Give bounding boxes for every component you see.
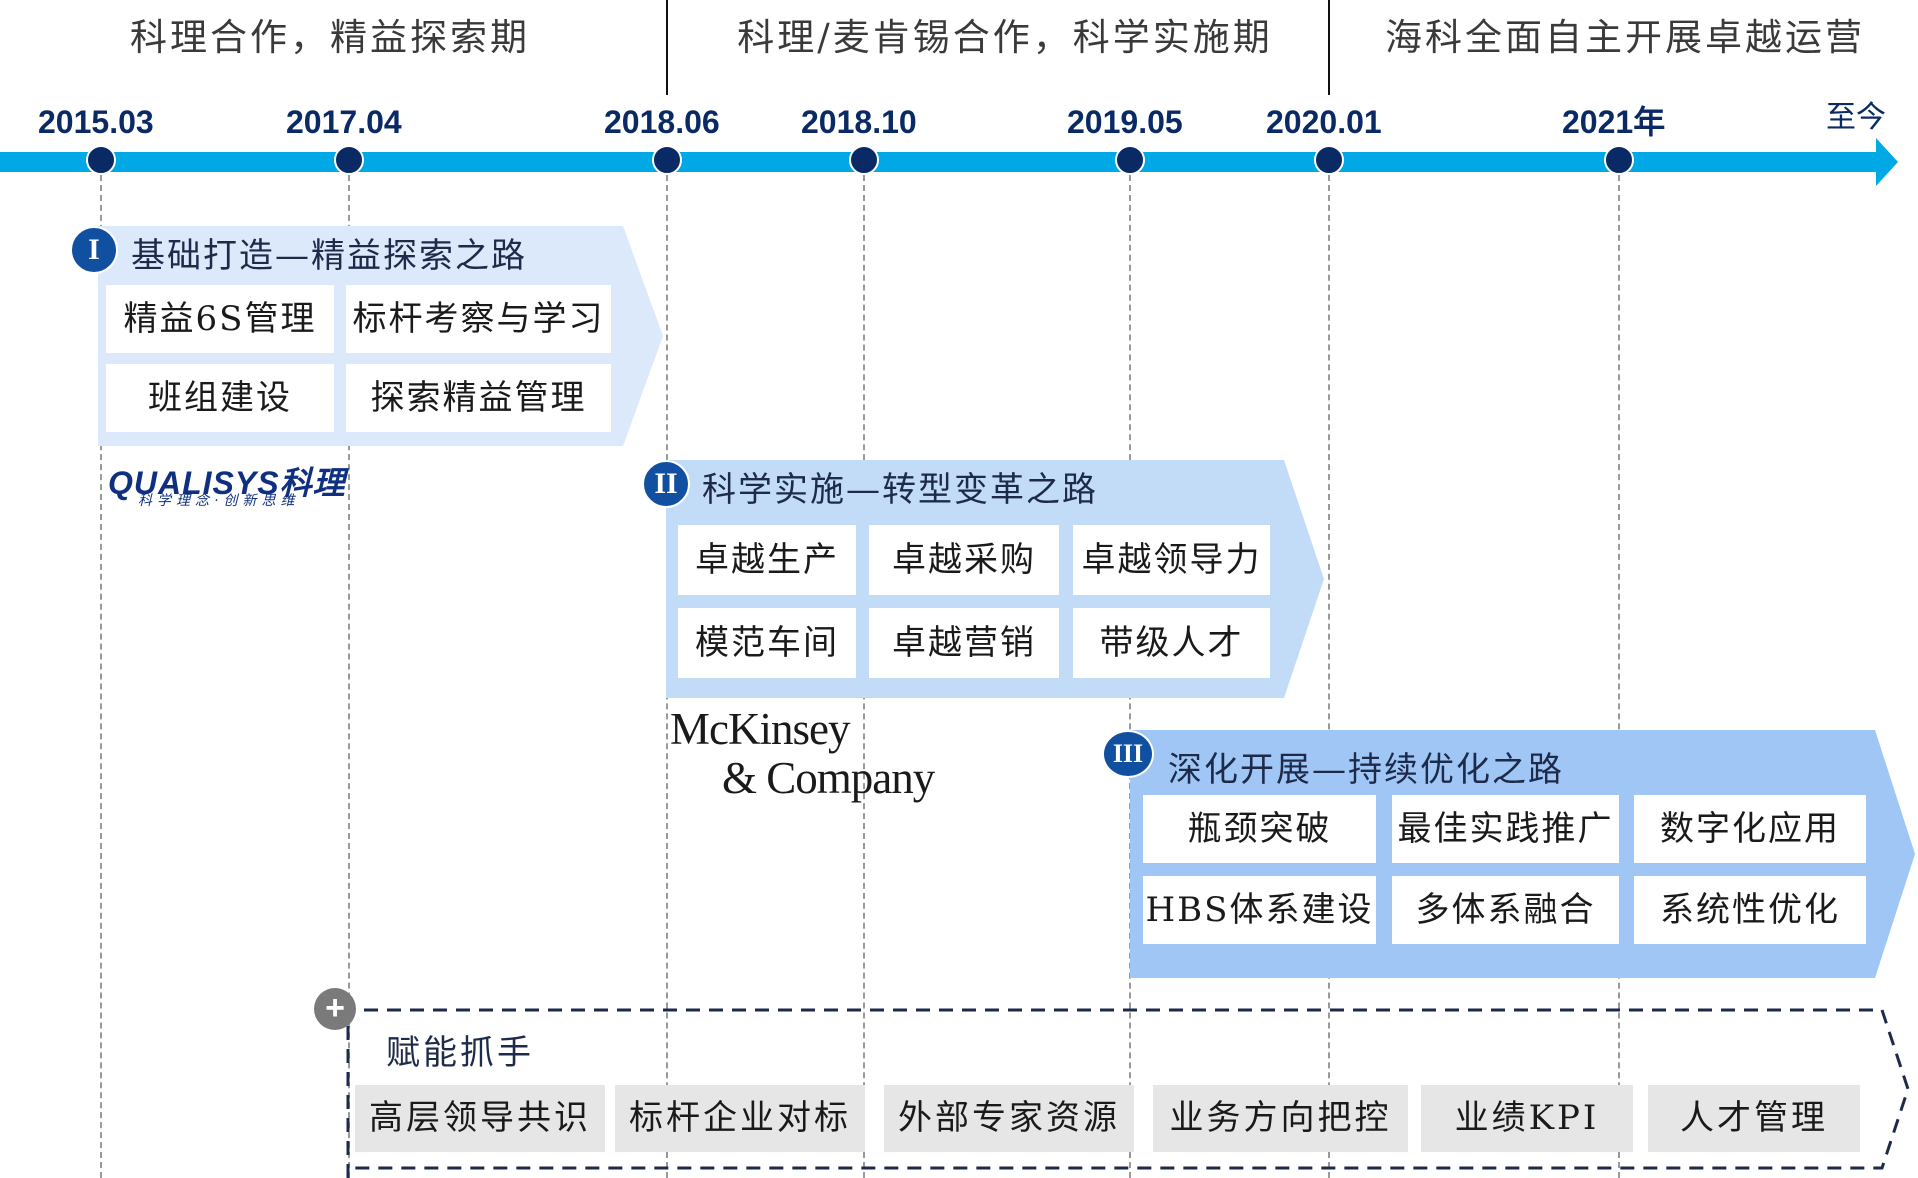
date-label: 2018.06 bbox=[604, 104, 720, 140]
date-label: 2017.04 bbox=[286, 104, 402, 140]
date-label: 2021年 bbox=[1562, 102, 1665, 142]
timeline-dot bbox=[849, 145, 879, 175]
enabler-item: 高层领导共识 bbox=[355, 1085, 605, 1152]
timeline-dot bbox=[1604, 145, 1634, 175]
enabler-item: 业绩KPI bbox=[1421, 1085, 1633, 1152]
mckinsey-logo-line1: McKinsey bbox=[670, 704, 850, 754]
timeline-dot bbox=[334, 145, 364, 175]
enabler-item: 人才管理 bbox=[1648, 1085, 1860, 1152]
stage-1-item: 标杆考察与学习 bbox=[346, 285, 611, 353]
phase-divider bbox=[666, 0, 668, 95]
date-label: 2018.10 bbox=[801, 104, 917, 140]
date-label: 2020.01 bbox=[1266, 104, 1382, 140]
stage-3-item: 数字化应用 bbox=[1634, 795, 1866, 863]
stage-1-item: 精益6S管理 bbox=[106, 285, 334, 353]
phase-2-label: 科理/麦肯锡合作，科学实施期 bbox=[737, 16, 1273, 59]
date-label: 2019.05 bbox=[1067, 104, 1183, 140]
enabler-item: 标杆企业对标 bbox=[615, 1085, 865, 1152]
timeline-dot bbox=[86, 145, 116, 175]
stage-3-item: 系统性优化 bbox=[1634, 876, 1866, 944]
phase-divider bbox=[1328, 0, 1330, 95]
numeral-2-icon: II bbox=[642, 460, 690, 508]
stage-2-item: 卓越生产 bbox=[678, 525, 856, 595]
phase-3-label: 海科全面自主开展卓越运营 bbox=[1385, 16, 1865, 59]
guide-line bbox=[1328, 175, 1330, 1178]
timeline-dot bbox=[652, 145, 682, 175]
guide-line bbox=[100, 175, 102, 1178]
guide-line bbox=[1618, 175, 1620, 1178]
stage-1-item: 班组建设 bbox=[106, 364, 334, 432]
timeline-arrow-icon bbox=[1876, 138, 1898, 186]
stage-3-title: 深化开展—持续优化之路 bbox=[1168, 750, 1564, 790]
stage-3-item: 瓶颈突破 bbox=[1143, 795, 1376, 863]
stage-1-panel: I 基础打造—精益探索之路 精益6S管理 标杆考察与学习 班组建设 探索精益管理 bbox=[70, 226, 663, 446]
stage-3-item: HBS体系建设 bbox=[1143, 876, 1376, 944]
date-year: 2021 bbox=[1562, 104, 1634, 140]
stage-1-title: 基础打造—精益探索之路 bbox=[131, 236, 527, 276]
numeral-3-icon: III bbox=[1102, 730, 1154, 778]
stage-2-item: 卓越采购 bbox=[869, 525, 1059, 595]
stage-3-item: 最佳实践推广 bbox=[1392, 795, 1619, 863]
timeline-dot bbox=[1115, 145, 1145, 175]
qualisys-tagline: 科学理念·创新思维 bbox=[138, 493, 300, 509]
stage-2-item: 带级人才 bbox=[1073, 608, 1270, 678]
stage-2-panel: II 科学实施—转型变革之路 卓越生产 卓越采购 卓越领导力 模范车间 卓越营销… bbox=[642, 460, 1324, 698]
stage-2-title: 科学实施—转型变革之路 bbox=[702, 470, 1098, 510]
stage-3-panel: III 深化开展—持续优化之路 瓶颈突破 最佳实践推广 数字化应用 HBS体系建… bbox=[1102, 730, 1915, 978]
end-label: 至今 bbox=[1826, 100, 1886, 135]
enablers-frame bbox=[346, 1008, 1910, 1178]
qualisys-logo: QUALISYS科理 bbox=[108, 465, 346, 501]
stage-2-item: 卓越领导力 bbox=[1073, 525, 1270, 595]
enablers-title: 赋能抓手 bbox=[386, 1033, 534, 1073]
numeral-1-icon: I bbox=[70, 226, 118, 274]
enabler-item: 外部专家资源 bbox=[884, 1085, 1134, 1152]
timeline-bar bbox=[0, 152, 1880, 172]
date-label: 2015.03 bbox=[38, 104, 154, 140]
mckinsey-logo-line2: & Company bbox=[722, 753, 935, 803]
stage-3-item: 多体系融合 bbox=[1392, 876, 1619, 944]
enabler-item: 业务方向把控 bbox=[1153, 1085, 1408, 1152]
stage-1-item: 探索精益管理 bbox=[346, 364, 611, 432]
guide-line bbox=[348, 175, 350, 1178]
timeline-dot bbox=[1314, 145, 1344, 175]
phase-1-label: 科理合作，精益探索期 bbox=[130, 16, 530, 59]
plus-icon: + bbox=[314, 988, 356, 1030]
stage-2-item: 模范车间 bbox=[678, 608, 856, 678]
date-year-suffix: 年 bbox=[1633, 103, 1666, 141]
stage-2-item: 卓越营销 bbox=[869, 608, 1059, 678]
